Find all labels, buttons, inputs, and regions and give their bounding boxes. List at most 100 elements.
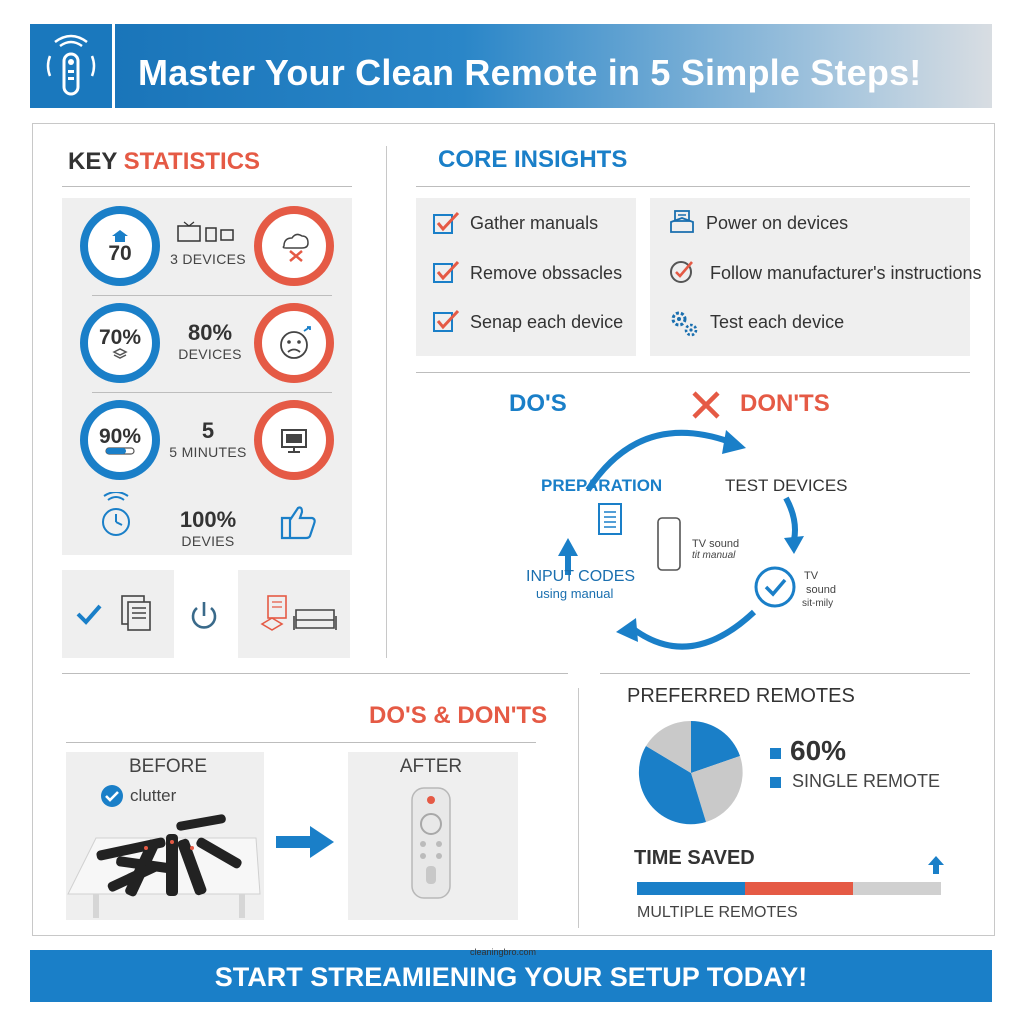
stat-label: DEVICES <box>178 346 242 362</box>
column-divider <box>386 146 387 658</box>
tv-devices-icon <box>177 221 234 242</box>
insight-item: Power on devices <box>706 213 849 233</box>
arrow-right-icon <box>276 826 334 858</box>
checkbox-icon <box>433 309 460 332</box>
key-statistics-title-b: STATISTICS <box>123 148 261 175</box>
divider <box>92 392 332 393</box>
legend-label: SINGLE REMOTE <box>792 771 941 791</box>
device-box-icon <box>670 210 694 233</box>
single-remote-image <box>411 787 451 899</box>
stack-icon <box>112 347 128 359</box>
stat-circle-cloud <box>254 206 334 286</box>
sound-label: sound <box>806 584 836 596</box>
insight-item: Senap each device <box>470 312 624 332</box>
pie-slice <box>691 756 743 822</box>
x-icon <box>692 391 720 419</box>
core-insights-title: CORE INSIGHTS <box>438 146 628 173</box>
header-banner <box>30 24 992 108</box>
insight-item: Remove obssacles <box>470 263 623 283</box>
footer-cta[interactable]: START STREAMIENING YOUR SETUP TODAY! <box>214 962 808 992</box>
step-input-codes-sub: using manual <box>536 586 614 601</box>
cycle-arrows <box>558 429 804 650</box>
stat-label: 5 MINUTES <box>169 444 247 460</box>
divider <box>92 295 332 296</box>
step-preparation: PREPARATION <box>541 476 663 495</box>
stat-value: 70% <box>98 325 142 349</box>
time-saved-title: TIME SAVED <box>634 847 755 869</box>
time-saved-bar-segment-red <box>745 882 853 895</box>
gears-icon <box>671 311 698 337</box>
key-statistics-title: KEY STATISTICS <box>68 148 260 176</box>
stat-circle-70: 70% <box>80 303 160 383</box>
multiple-remotes-label: MULTIPLE REMOTES <box>637 904 798 921</box>
cluttered-remotes-image <box>67 814 261 918</box>
tile-checklist <box>62 570 174 658</box>
stat-value: 80% <box>187 320 233 345</box>
remote-signal-icon <box>46 34 96 96</box>
sad-face-icon <box>280 326 311 359</box>
tv-label: TV <box>804 570 819 582</box>
stat-circle-homes: 70 <box>80 206 160 286</box>
stat-value: 70 <box>108 241 132 265</box>
footer-banner <box>30 950 992 1002</box>
time-saved-bar-segment-blue <box>637 882 745 895</box>
divider <box>62 186 352 187</box>
legend-swatch <box>770 777 781 788</box>
header-logo <box>30 24 115 108</box>
insight-item: Test each device <box>710 312 845 332</box>
divider <box>66 742 536 743</box>
home-icon <box>112 229 128 242</box>
step-input-codes: INPUT CODES <box>526 568 636 585</box>
checkbox-icon <box>433 260 460 283</box>
arrow-up-icon <box>928 856 944 874</box>
check-circle-icon <box>101 785 123 807</box>
tv-manual-label: tit manual <box>692 550 736 561</box>
dos-label: DO'S <box>509 390 567 417</box>
progress-icon <box>105 446 135 455</box>
donts-label: DON'TS <box>740 390 830 417</box>
pie-slice <box>638 746 706 825</box>
tv-sound-label: TV sound <box>692 538 740 550</box>
stat-value: 100% <box>179 507 237 532</box>
stat-value: 5 <box>201 418 215 443</box>
divider <box>62 673 568 674</box>
stat-label: 3 DEVICES <box>170 251 246 267</box>
divider <box>416 186 970 187</box>
remote-outline-icon <box>657 517 681 571</box>
divider <box>600 673 970 674</box>
site-watermark: cleaningbro.com <box>470 947 537 957</box>
check-document-icon <box>76 595 151 631</box>
clutter-label: clutter <box>130 786 177 805</box>
stat-minutes-block: 5 5 MINUTES <box>168 418 248 460</box>
check-circle-icon <box>670 261 693 283</box>
insights-right-panel <box>650 198 970 356</box>
column-divider <box>578 688 579 928</box>
stat-80-block: 80% DEVICES <box>172 320 248 362</box>
cloud-remote-icon <box>282 233 309 262</box>
stat-circle-90: 90% <box>80 400 160 480</box>
stopwatch-icon <box>102 492 130 536</box>
after-label: AFTER <box>399 756 463 777</box>
stat-circle-monitor <box>254 400 334 480</box>
monitor-icon <box>281 429 307 453</box>
stat-label: DEVIES <box>181 533 235 549</box>
streaming-label: sit-mily <box>802 598 834 609</box>
thumbs-up-icon <box>280 506 316 540</box>
before-label: BEFORE <box>128 756 208 777</box>
divider <box>416 372 970 373</box>
legend-percent: 60% <box>790 735 847 766</box>
couch-manual-icon <box>260 595 337 631</box>
dos-donts-title: DO'S & DON'TS <box>369 702 548 729</box>
check-circle-icon <box>754 566 796 608</box>
stat-100-block: 100% DEVIES <box>168 507 248 549</box>
pie-slice <box>646 720 691 773</box>
legend-swatch <box>770 748 781 759</box>
key-statistics-title-a: KEY <box>68 148 124 175</box>
step-test-devices: TEST DEVICES <box>725 476 848 495</box>
power-icon <box>191 602 217 629</box>
page-title: Master Your Clean Remote in 5 Simple Ste… <box>138 52 922 93</box>
preferred-remotes-title: PREFERRED REMOTES <box>627 685 855 707</box>
tile-couch <box>238 570 350 658</box>
stat-devices-block: 3 DEVICES <box>170 220 246 267</box>
pie-slice <box>691 721 740 773</box>
